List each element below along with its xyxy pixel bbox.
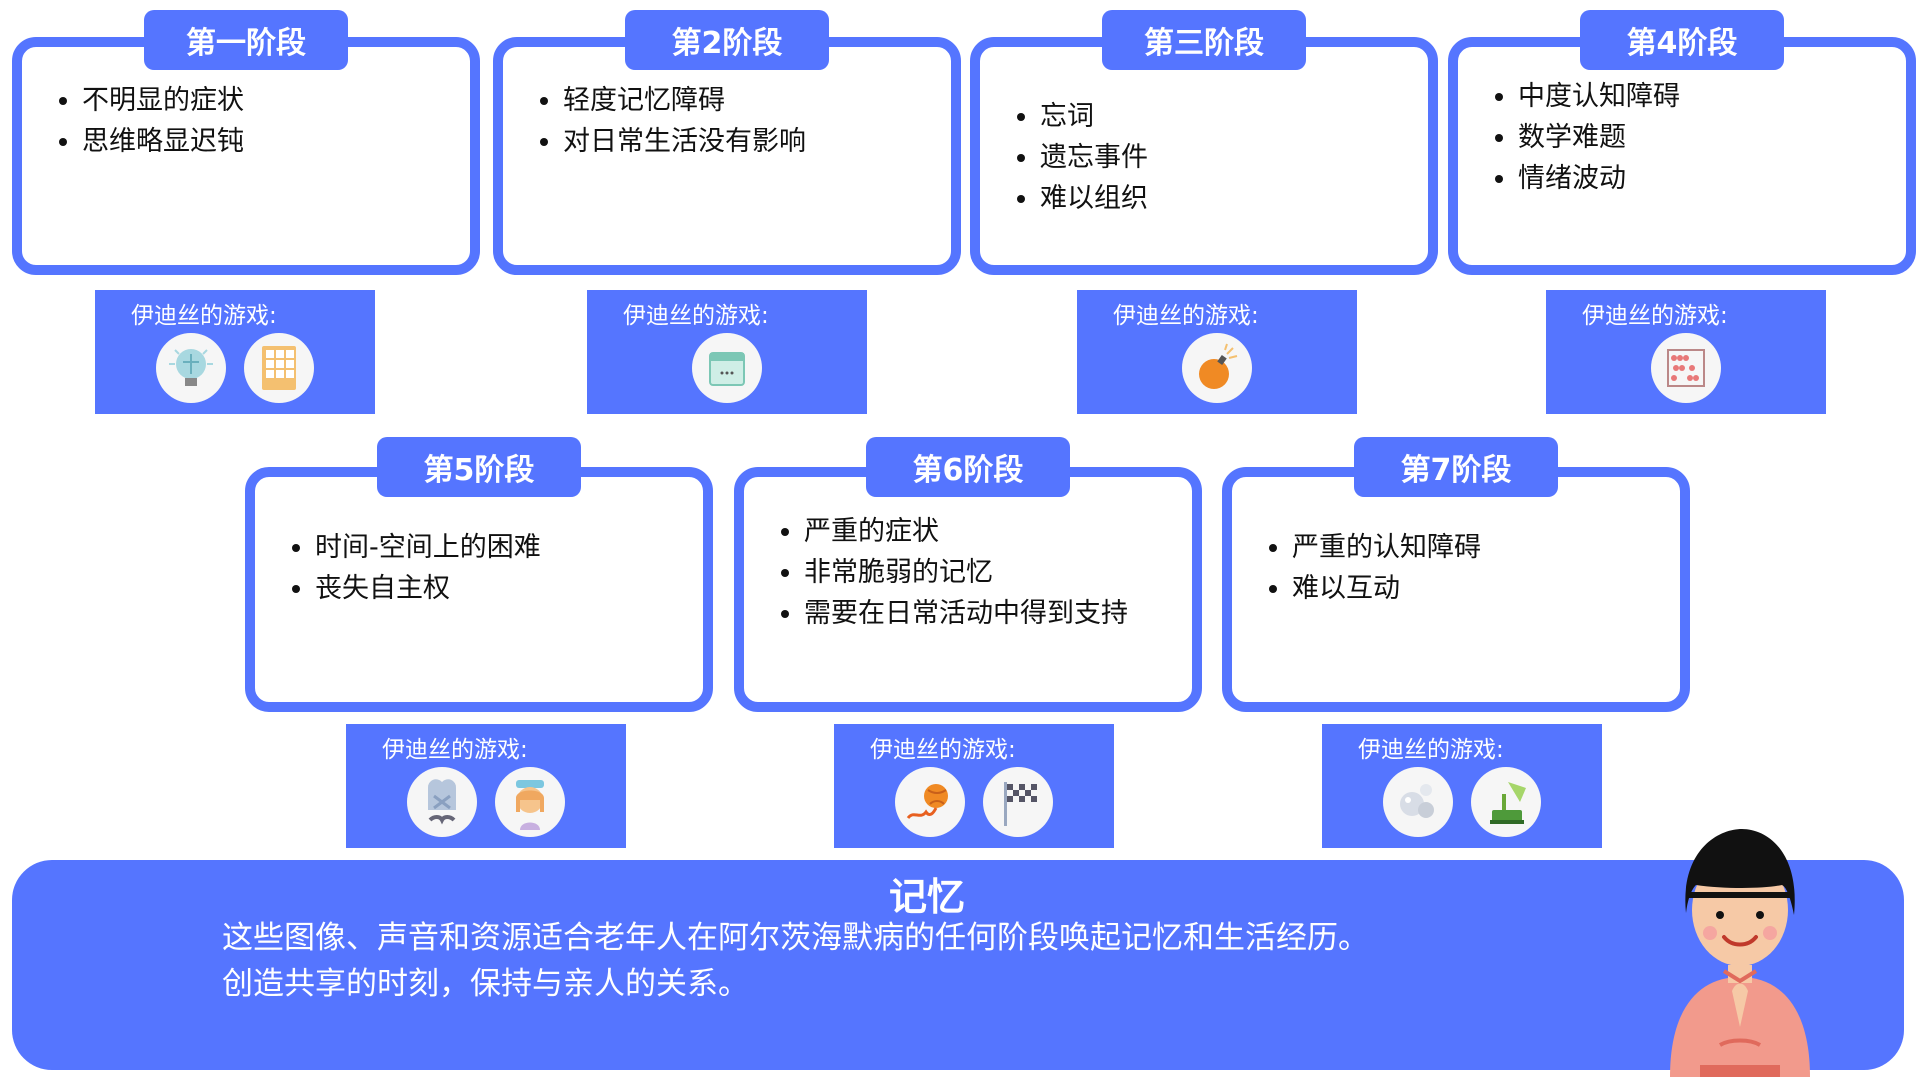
stage-4-bullets: 中度认知障碍 数学难题 情绪波动	[1498, 76, 1680, 199]
stage-7-card: 第7阶段 严重的认知障碍 难以互动	[1222, 437, 1690, 712]
bullet: 数学难题	[1518, 117, 1680, 158]
bullet: 不明显的症状	[82, 80, 244, 121]
stage-7-box	[1222, 467, 1690, 712]
bullet: 难以组织	[1040, 178, 1148, 219]
stage-6-bullets: 严重的症状 非常脆弱的记忆 需要在日常活动中得到支持	[784, 511, 1128, 634]
bullet: 严重的症状	[804, 511, 1128, 552]
bullet: 忘词	[1040, 96, 1148, 137]
stage-1-bullets: 不明显的症状 思维略显迟钝	[62, 80, 244, 162]
stage-1-title: 第一阶段	[144, 10, 348, 70]
stage-5-card: 第5阶段 时间-空间上的困难 丧失自主权	[245, 437, 713, 712]
checkered-flag-icon[interactable]	[983, 767, 1053, 837]
stage-3-games: 伊迪丝的游戏:	[1077, 290, 1357, 414]
stage-4-box	[1448, 37, 1916, 275]
bubbles-icon[interactable]	[1383, 767, 1453, 837]
stage-2-card: 第2阶段 轻度记忆障碍 对日常生活没有影响	[493, 10, 961, 280]
bullet: 中度认知障碍	[1518, 76, 1680, 117]
games-label: 伊迪丝的游戏:	[131, 303, 277, 329]
ball-icon[interactable]	[895, 767, 965, 837]
stage-6-box	[734, 467, 1202, 712]
stage-7-title: 第7阶段	[1354, 437, 1558, 497]
bomb-icon[interactable]	[1182, 333, 1252, 403]
memory-panel: 记忆 这些图像、声音和资源适合老年人在阿尔茨海默病的任何阶段唤起记忆和生活经历。…	[12, 860, 1904, 1070]
brain-bulb-icon[interactable]	[156, 333, 226, 403]
bullet: 情绪波动	[1518, 158, 1680, 199]
gramophone-icon[interactable]	[1471, 767, 1541, 837]
memory-title: 记忆	[888, 875, 965, 919]
stage-6-card: 第6阶段 严重的症状 非常脆弱的记忆 需要在日常活动中得到支持	[734, 437, 1202, 712]
stage-6-games: 伊迪丝的游戏:	[834, 724, 1114, 848]
stage-4-card: 第4阶段 中度认知障碍 数学难题 情绪波动	[1448, 10, 1916, 280]
bullet: 需要在日常活动中得到支持	[804, 593, 1128, 634]
bullet: 非常脆弱的记忆	[804, 552, 1128, 593]
bullet: 轻度记忆障碍	[563, 80, 806, 121]
bullet: 严重的认知障碍	[1292, 527, 1481, 568]
stage-1-games: 伊迪丝的游戏:	[95, 290, 375, 414]
games-label: 伊迪丝的游戏:	[382, 737, 528, 763]
games-label: 伊迪丝的游戏:	[1113, 303, 1259, 329]
bullet: 遗忘事件	[1040, 137, 1148, 178]
stage-2-games: 伊迪丝的游戏:	[587, 290, 867, 414]
sudoku-icon[interactable]	[244, 333, 314, 403]
bullet: 时间-空间上的困难	[315, 527, 541, 568]
calendar-icon[interactable]	[692, 333, 762, 403]
girl-face-icon[interactable]	[495, 767, 565, 837]
stage-4-games: 伊迪丝的游戏:	[1546, 290, 1826, 414]
stage-6-title: 第6阶段	[866, 437, 1070, 497]
edith-illustration	[1670, 829, 1810, 1077]
bullet: 难以互动	[1292, 568, 1481, 609]
stage-5-games: 伊迪丝的游戏:	[346, 724, 626, 848]
memory-line-2: 创造共享的时刻，保持与亲人的关系。	[222, 966, 749, 1002]
abacus-icon[interactable]	[1651, 333, 1721, 403]
stage-7-bullets: 严重的认知障碍 难以互动	[1272, 527, 1481, 609]
stage-3-bullets: 忘词 遗忘事件 难以组织	[1020, 96, 1148, 219]
stage-2-bullets: 轻度记忆障碍 对日常生活没有影响	[543, 80, 806, 162]
stage-5-bullets: 时间-空间上的困难 丧失自主权	[295, 527, 541, 609]
games-label: 伊迪丝的游戏:	[870, 737, 1016, 763]
stage-5-title: 第5阶段	[377, 437, 581, 497]
stage-3-card: 第三阶段 忘词 遗忘事件 难以组织	[970, 10, 1438, 280]
games-label: 伊迪丝的游戏:	[623, 303, 769, 329]
bullet: 丧失自主权	[315, 568, 541, 609]
stage-1-card: 第一阶段 不明显的症状 思维略显迟钝	[12, 10, 480, 280]
stage-5-box	[245, 467, 713, 712]
stage-3-title: 第三阶段	[1102, 10, 1306, 70]
games-label: 伊迪丝的游戏:	[1358, 737, 1504, 763]
memory-line-1: 这些图像、声音和资源适合老年人在阿尔茨海默病的任何阶段唤起记忆和生活经历。	[222, 920, 1369, 956]
stage-2-box	[493, 37, 961, 275]
games-label: 伊迪丝的游戏:	[1582, 303, 1728, 329]
stage-2-title: 第2阶段	[625, 10, 829, 70]
stage-4-title: 第4阶段	[1580, 10, 1784, 70]
stage-7-games: 伊迪丝的游戏:	[1322, 724, 1602, 848]
chef-icon[interactable]	[407, 767, 477, 837]
bullet: 对日常生活没有影响	[563, 121, 806, 162]
bullet: 思维略显迟钝	[82, 121, 244, 162]
